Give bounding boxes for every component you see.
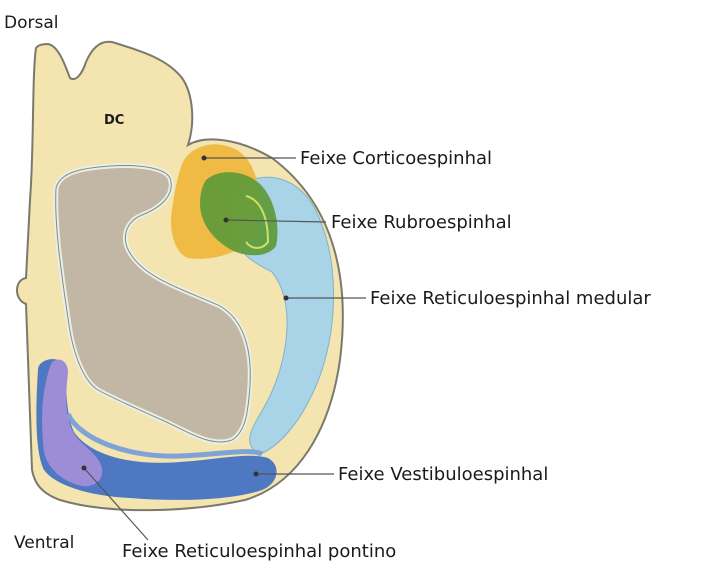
label-reticulo-pontino: Feixe Reticuloespinhal pontino — [122, 541, 396, 562]
ventral-label: Ventral — [14, 533, 74, 553]
dot-reticulo-pontino — [82, 466, 87, 471]
label-corticoespinhal: Feixe Corticoespinhal — [300, 148, 492, 169]
dot-vestibuloespinhal — [254, 472, 259, 477]
dot-rubroespinhal — [224, 218, 229, 223]
dot-reticulo-medular — [284, 296, 289, 301]
dorsal-label: Dorsal — [4, 13, 58, 33]
dc-label: DC — [104, 113, 124, 128]
label-rubroespinhal: Feixe Rubroespinhal — [331, 212, 512, 233]
label-reticulo-medular: Feixe Reticuloespinhal medular — [370, 288, 651, 309]
dot-corticoespinhal — [202, 156, 207, 161]
label-vestibuloespinhal: Feixe Vestibuloespinhal — [338, 464, 548, 485]
